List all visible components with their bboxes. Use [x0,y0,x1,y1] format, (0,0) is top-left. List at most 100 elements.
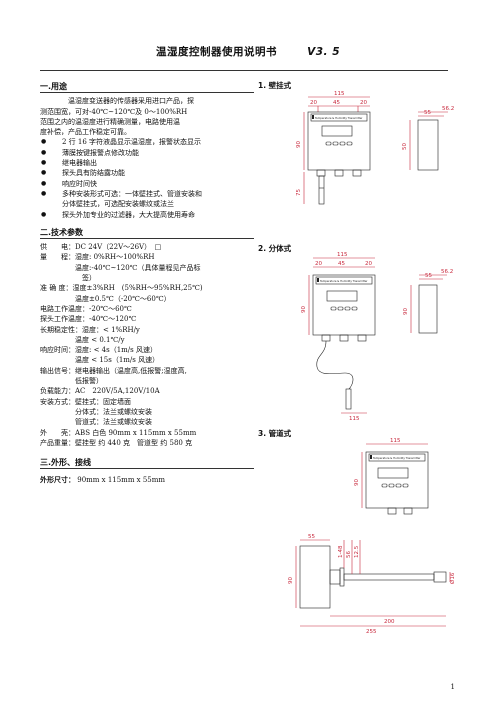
dim-label: 115 [349,416,360,422]
spec-key: 探头工作温度： [40,315,89,324]
dim-label: 20 [315,261,322,267]
spec-value: 温度±0.5℃（-20℃～60℃） [75,294,171,303]
spec-value: 低报警） [75,377,103,386]
spec-value: 继电器输出（温度高,低报警;湿度高, [75,366,187,375]
size-line: 外形尺寸： 90mm x 115mm x 55mm [40,475,262,485]
dim-label: 90 [296,141,302,148]
wall-brand-text: Temperature & Humidity Transmitter [315,116,363,120]
dim-label: 56 [346,551,352,558]
feature-item: 薄膜按键报警点修改功能 [40,148,262,159]
wall-mount-diagram: Temperature & Humidity Transmitter 115 2… [296,91,454,205]
specs-heading: 二.技术参数 [40,227,84,237]
spec-value: DC 24V（22V～26V） □ [75,243,162,252]
dim-label: 12.5 [354,545,360,558]
spec-row: 温度±0.5℃（-20℃～60℃） [40,294,262,304]
spec-key: 产品重量： [40,438,75,447]
feature-item-text: 探头具有防结露功能 [62,169,125,178]
spec-row: 管道式：法兰或螺纹安装 [40,417,262,427]
spec-key: 响应时间： [40,346,75,355]
spec-row: 长期稳定性：湿度：< 1%RH/y [40,325,262,335]
usage-intro-line: 度补偿，产品工作稳定可靠。 [40,128,131,137]
spec-key: 外 壳： [40,428,75,437]
dim-label: 115 [337,252,348,258]
version-text: V3. 5 [307,46,341,58]
split-brand-text: Temperature & Humidity Transmitter [320,279,368,283]
title-rule [40,70,448,71]
feature-list: 2 行 16 字符液晶显示温湿度，报警状态显示薄膜按键报警点修改功能继电器输出探… [40,137,262,220]
feature-item: 探头具有防结露功能 [40,168,262,179]
spec-value: AC 220V/5A,120V/10A [75,387,160,396]
dim-label: 90 [354,479,360,486]
feature-item-text: 探头外加专业的过滤器，大大提高使用寿命 [62,210,195,219]
spec-key: 长期稳定性： [40,325,82,334]
duct-brand-text: Temperature & Humidity Transmitter [373,456,421,460]
usage-heading: 一.用途 [40,82,68,91]
dim-label: 90 [301,306,307,313]
spec-row: 响应时间：湿度: < 4s（1m/s 风速） [40,345,262,355]
dim-label: 55 [424,110,431,116]
spec-key: 输出信号： [40,366,75,375]
dim-label: 55 [425,273,432,279]
left-column: 一.用途 温湿度变送器的传感器采用进口产品，探 测范围宽，可对-40℃~120℃… [40,82,262,486]
spec-row: 分体式：法兰或螺纹安装 [40,407,262,417]
specs-heading-rule [40,238,254,240]
spec-row: 低报警） [40,376,262,386]
spec-row: 负载能力：AC 220V/5A,120V/10A [40,386,262,396]
dim-label: 56.2 [441,269,453,275]
spec-row: 产品重量：壁挂型 约 440 克 管道型 约 580 克 [40,438,262,448]
dim-label: 45 [338,261,345,267]
spec-row: 外 壳：ABS 白色 90mm x 115mm x 55mm [40,428,262,438]
size-label: 外形尺寸： [40,476,75,485]
spec-value: 湿度: 0%RH～100%RH [75,253,155,262]
dim-label: 45 [333,100,340,106]
spec-row: 签） [40,273,262,283]
dim-label: 200 [384,619,395,625]
dim-label: 56.2 [442,106,454,112]
spec-key: 负载能力： [40,387,75,396]
spec-value: 壁挂式：固定墙面 [75,397,131,406]
dim-label: 50 [402,143,408,150]
feature-item-text: 薄膜按键报警点修改功能 [62,148,139,157]
spec-row: 电路工作温度：-20℃～60℃ [40,304,262,314]
dim-label: 75 [296,189,302,196]
document-title: 温湿度控制器使用说明书 V3. 5 [0,44,496,59]
dim-label: 115 [334,91,345,97]
spec-value: -20℃～60℃ [89,304,132,313]
feature-item: 2 行 16 字符液晶显示温湿度，报警状态显示 [40,137,262,148]
spec-value: 壁挂型 约 440 克 管道型 约 580 克 [75,438,193,447]
spec-value: -40℃～120℃ [89,315,137,324]
spec-value: ABS 白色 90mm x 115mm x 55mm [75,428,197,437]
spec-value: 管道式：法兰或螺纹安装 [75,418,152,427]
spec-value: 签） [82,274,96,283]
spec-value: 温度:-40℃~120℃（具体量程见产品标 [75,263,201,272]
dim-label: Ø16 [449,572,456,584]
dimensions-heading-rule [40,468,254,470]
specs-section: 二.技术参数 供 电：DC 24V（22V～26V） □量 程：湿度: 0%RH… [40,228,262,448]
feature-item-text: 响应时间快 [62,179,97,188]
spec-table: 供 电：DC 24V（22V～26V） □量 程：湿度: 0%RH～100%RH… [40,242,262,448]
usage-intro-line: 测范围宽，可对-40℃~120℃及 0～100%RH [40,107,188,116]
dim-label: 1-48 [338,545,344,558]
feature-item-text: 分体壁挂式，可选配安装螺纹或法兰 [62,200,174,209]
duct-type-diagram: Temperature & Humidity Transmitter 115 9… [288,438,456,635]
feature-item-text: 2 行 16 字符液晶显示温湿度，报警状态显示 [62,138,202,147]
spec-key: 准 确 度： [40,284,73,293]
dimensions-heading: 三.外形、接线 [40,458,92,468]
split-type-diagram: Temperature & Humidity Transmitter 115 2… [301,252,453,422]
size-value: 90mm x 115mm x 55mm [77,476,166,485]
title-text: 温湿度控制器使用说明书 [155,46,277,58]
wall-diagram-label: 1. 壁挂式 [258,81,292,90]
dim-label: 20 [365,261,372,267]
spec-row: 准 确 度：湿度±3%RH (5%RH～95%RH,25℃) [40,283,262,293]
dim-label: 55 [308,534,315,540]
feature-item-text: 多种安装形式可选：一体壁挂式、管道安装和 [62,189,202,198]
page-number: 1 [450,683,455,691]
spec-key: 量 程： [40,253,75,262]
spec-value: 湿度±3%RH (5%RH～95%RH,25℃) [72,284,203,293]
dim-label: 255 [366,629,377,635]
spec-value: 湿度: < 4s（1m/s 风速） [75,346,157,355]
spec-value: 温度 < 0.1℃/y [75,335,125,344]
dimensions-section: 三.外形、接线 外形尺寸： 90mm x 115mm x 55mm [40,458,262,486]
spec-key: 安装方式： [40,397,75,406]
spec-row: 安装方式：壁挂式：固定墙面 [40,397,262,407]
